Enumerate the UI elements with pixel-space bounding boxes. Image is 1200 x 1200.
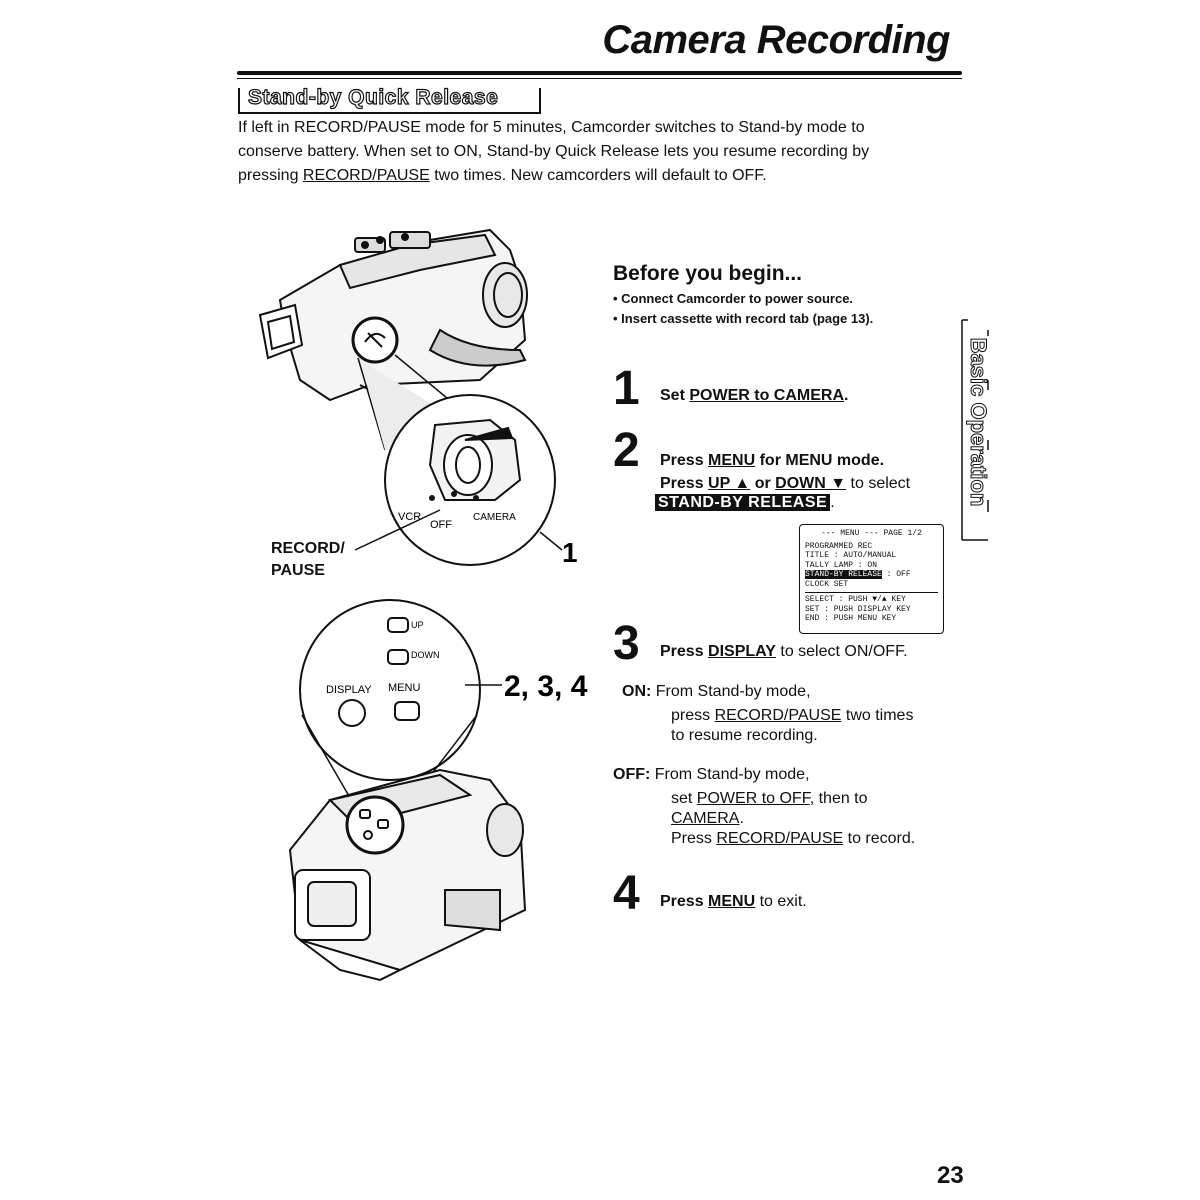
before-bullet-2: • Insert cassette with record tab (page … <box>613 311 874 326</box>
stand-by-release-highlight: STAND-BY RELEASE <box>655 494 831 511</box>
page-number: 23 <box>937 1162 964 1189</box>
header-rule-thin <box>237 78 962 79</box>
intro-line-1: If left in RECORD/PAUSE mode for 5 minut… <box>238 119 865 136</box>
step-text: Press <box>660 893 709 910</box>
off-line-4: Press RECORD/PAUSE to record. <box>671 828 915 849</box>
step-2-line-2: Press UP ▲ or DOWN ▼ to select <box>660 472 910 495</box>
intro-line-3: pressing RECORD/PAUSE two times. New cam… <box>238 164 968 188</box>
menu-row: TALLY LAMP : ON <box>805 560 878 570</box>
menu-selected-item: STAND-BY RELEASE <box>805 570 882 579</box>
display-button <box>338 699 366 727</box>
off-line-3: CAMERA. <box>671 808 744 829</box>
buttons-zoom <box>299 599 481 781</box>
power-camera-term: POWER to CAMERA <box>689 387 844 404</box>
intro-record-pause: RECORD/PAUSE <box>302 167 430 184</box>
step-text: or <box>750 475 776 492</box>
menu-row: CLOCK SET <box>805 579 849 589</box>
on-line-1: From Stand-by mode, <box>655 683 811 700</box>
off-text: . <box>739 810 744 827</box>
on-line-3: to resume recording. <box>671 727 818 744</box>
on-line-2: press RECORD/PAUSE two times <box>671 705 913 726</box>
intro-line-2: conserve battery. When set to ON, Stand-… <box>238 143 870 160</box>
side-tab-frame <box>961 319 989 541</box>
side-tab-label: Basic Operation <box>966 337 992 507</box>
menu-row: PROGRAMMED REC <box>805 541 873 551</box>
step-text: Press <box>660 452 709 469</box>
step-2-line-1: Press MENU for MENU mode. <box>660 449 910 472</box>
menu-row-selected: STAND-BY RELEASE : OFF <box>805 570 938 580</box>
before-bullet-1: • Connect Camcorder to power source. <box>613 291 854 306</box>
menu-button <box>394 701 420 721</box>
step-4-number: 4 <box>613 867 640 920</box>
step-text: Press <box>660 643 709 660</box>
intro-paragraph: If left in RECORD/PAUSE mode for 5 minut… <box>238 116 968 188</box>
before-you-begin-heading: Before you begin... <box>613 262 803 285</box>
on-block: ON: From Stand-by mode, <box>622 681 811 702</box>
record-pause-label: RECORD/ PAUSE <box>271 540 345 579</box>
display-label: DISPLAY <box>326 684 372 696</box>
camera-term: CAMERA <box>671 810 740 827</box>
step-4-text: Press MENU to exit. <box>660 893 807 911</box>
header-rule <box>237 71 962 75</box>
off-line-2: set POWER to OFF, then to <box>671 788 868 809</box>
menu-selected-value: : OFF <box>881 570 911 579</box>
off-text: Press <box>671 830 717 847</box>
step-3-text: Press DISPLAY to select ON/OFF. <box>660 643 908 661</box>
down-label: DOWN <box>411 650 440 660</box>
menu-screen: --- MENU --- PAGE 1/2 PROGRAMMED REC TIT… <box>799 524 944 634</box>
down-term: DOWN ▼ <box>775 475 847 492</box>
off-line-1: From Stand-by mode, <box>654 766 810 783</box>
step-2-text: Press MENU for MENU mode. Press UP ▲ or … <box>660 449 910 495</box>
intro-text-end: two times. New camcorders will default t… <box>429 167 767 184</box>
on-label: ON: <box>622 683 652 700</box>
menu-row: END : PUSH MENU KEY <box>805 614 897 623</box>
dial-label-camera: CAMERA <box>473 512 516 523</box>
display-term: DISPLAY <box>708 643 776 660</box>
step-text: for MENU mode. <box>755 452 885 469</box>
step-2-line-3: STAND-BY RELEASE. <box>655 494 835 512</box>
step-text: Set <box>660 387 690 404</box>
lens <box>482 262 528 328</box>
step-text: to select <box>846 475 911 492</box>
menu-row: TITLE : AUTO/MANUAL <box>805 551 897 560</box>
power-off-term: POWER to OFF <box>696 790 810 807</box>
off-block: OFF: From Stand-by mode, <box>613 764 810 785</box>
chapter-side-tab: Basic Operation <box>958 300 998 545</box>
off-text: set <box>671 790 697 807</box>
step-text-end: . <box>844 387 849 404</box>
off-label: OFF: <box>613 766 651 783</box>
on-text: press <box>671 707 715 724</box>
callout-1: 1 <box>562 537 578 568</box>
step-2-number: 2 <box>613 424 640 477</box>
dial-label-off: OFF <box>430 519 452 531</box>
step-text-end: to select ON/OFF. <box>775 643 908 660</box>
page-title: Camera Recording <box>602 18 950 62</box>
record-pause-term: RECORD/PAUSE <box>716 830 844 847</box>
intro-text: pressing <box>238 167 303 184</box>
record-pause-term: RECORD/PAUSE <box>714 707 842 724</box>
step-3-number: 3 <box>613 617 640 670</box>
menu-term: MENU <box>708 452 756 469</box>
menu-row: SET : PUSH DISPLAY KEY <box>805 604 911 614</box>
step-1-number: 1 <box>613 362 640 415</box>
step-1-text: Set POWER to CAMERA. <box>660 387 848 405</box>
menu-header: --- MENU --- PAGE 1/2 <box>821 529 922 538</box>
section-title: Stand-by Quick Release <box>247 85 499 109</box>
menu-row: SELECT : PUSH ▼/▲ KEY <box>805 592 938 605</box>
step-text: Press <box>660 475 709 492</box>
camcorder-illustration: VCR OFF CAMERA 1 UP DOWN DISPLAY MENU 2,… <box>258 228 588 982</box>
dial-label-vcr: VCR <box>398 511 421 523</box>
menu-label: MENU <box>388 682 420 694</box>
step-text-end: to exit. <box>755 893 807 910</box>
off-text: to record. <box>843 830 916 847</box>
step-text-end: . <box>830 494 835 511</box>
button-highlight <box>345 795 405 855</box>
up-label: UP <box>411 620 424 630</box>
section-title-frame <box>238 88 541 114</box>
callout-234: 2, 3, 4 <box>504 670 588 703</box>
on-text: two times <box>841 707 914 724</box>
menu-term: MENU <box>708 893 756 910</box>
off-text: , then to <box>809 790 868 807</box>
up-term: UP ▲ <box>708 475 751 492</box>
